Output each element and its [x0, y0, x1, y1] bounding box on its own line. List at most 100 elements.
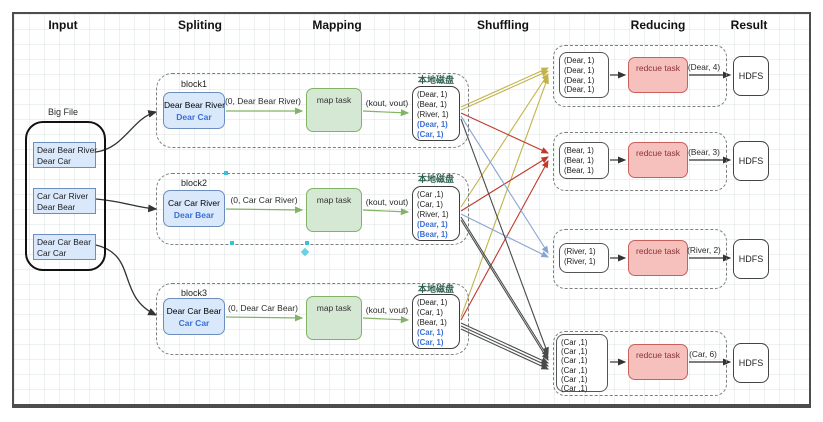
- kv-pair: (Bear, 1): [417, 100, 447, 109]
- local-disk-1[interactable]: (Dear, 1) (Bear, 1) (River, 1) (Dear, 1)…: [412, 86, 460, 141]
- kv-pair: (Car ,1): [561, 374, 588, 384]
- block-label-1: block1: [180, 79, 208, 89]
- reduce-output-bear: (Bear, 3): [688, 147, 720, 157]
- kv-pair: (Dear, 1): [564, 85, 595, 95]
- header-shuffling: Shuffling: [477, 18, 529, 32]
- reduce-group-bear: [553, 132, 727, 191]
- split-arrow-label-2: (0, Car Car River): [230, 195, 298, 205]
- kv-pair: (Car, 1): [417, 130, 444, 139]
- reduce-output-car: (Car, 6): [689, 349, 717, 359]
- split-text-black: Dear Bear River: [164, 99, 225, 110]
- hdfs-box-2[interactable]: HDFS: [733, 141, 769, 181]
- split-arrow-label-3: (0, Dear Car Bear): [228, 303, 298, 313]
- reduce-task-car[interactable]: redcue task: [628, 344, 688, 380]
- hdfs-box-3[interactable]: HDFS: [733, 239, 769, 279]
- split-row-2: [156, 173, 469, 245]
- kv-pair: (Car ,1): [561, 338, 588, 347]
- kv-pair: (Car ,1): [561, 347, 588, 357]
- kv-pair: (Car ,1): [417, 190, 444, 199]
- reduce-task-bear[interactable]: redcue task: [628, 142, 688, 178]
- kv-pair: (Dear, 1): [564, 56, 595, 65]
- guide-mark: [230, 241, 234, 245]
- kv-pair: (Dear, 1): [564, 65, 595, 75]
- chunk-line: Dear Bear: [37, 202, 76, 212]
- kv-pair: (Car, 1): [417, 200, 443, 209]
- guide-mark: [224, 171, 228, 175]
- kv-pair: (Car ,1): [561, 356, 588, 366]
- kv-pair: (Bear, 1): [564, 155, 594, 165]
- big-file-label: Big File: [47, 107, 79, 117]
- kv-pair: (River, 1): [417, 210, 449, 219]
- kv-label-1: (kout, vout): [365, 98, 409, 108]
- header-splitting: Spliting: [178, 18, 222, 32]
- header-result: Result: [730, 18, 768, 32]
- header-mapping: Mapping: [312, 18, 362, 32]
- split-arrow-label-1: (0, Dear Bear River): [224, 96, 302, 106]
- split-box-3[interactable]: Dear Car Bear Car Car: [163, 298, 225, 335]
- reduce-input-dear[interactable]: (Dear, 1) (Dear, 1) (Dear, 1) (Dear, 1): [559, 52, 609, 98]
- local-disk-3[interactable]: (Dear, 1) (Car, 1) (Bear, 1) (Car, 1) (C…: [412, 294, 460, 349]
- block-label-3: block3: [180, 288, 208, 298]
- split-text-black: Car Car River: [168, 197, 220, 208]
- input-chunk-1[interactable]: Dear Bear River Dear Car: [33, 142, 98, 168]
- kv-pair: (Dear, 1): [564, 75, 595, 85]
- header-input: Input: [48, 18, 78, 32]
- header-reducing: Reducing: [630, 18, 686, 32]
- split-row-3: [156, 283, 469, 355]
- chunk-line: Car Car River: [37, 191, 89, 201]
- reduce-group-car: [553, 331, 727, 396]
- chunk-line: Car Car: [37, 248, 67, 258]
- reduce-task-dear[interactable]: redcue task: [628, 57, 688, 93]
- local-disk-2[interactable]: (Car ,1) (Car, 1) (River, 1) (Dear, 1) (…: [412, 186, 460, 241]
- kv-pair: (Car, 1): [417, 338, 444, 347]
- disk-title-3: 本地磁盘: [417, 284, 455, 294]
- reduce-task-river[interactable]: redcue task: [628, 240, 688, 276]
- split-text-blue: Dear Car: [176, 111, 212, 122]
- hdfs-box-1[interactable]: HDFS: [733, 56, 769, 96]
- guide-mark: [305, 241, 309, 245]
- kv-label-2: (kout, vout): [365, 197, 409, 207]
- kv-pair: (Car, 1): [417, 328, 444, 337]
- chunk-line: Dear Car: [37, 156, 71, 166]
- kv-pair: (River, 1): [564, 247, 596, 256]
- kv-pair: (River, 1): [564, 256, 596, 266]
- map-task-3[interactable]: map task: [306, 296, 362, 340]
- map-task-2[interactable]: map task: [306, 188, 362, 232]
- chunk-line: Dear Bear River: [37, 145, 98, 155]
- split-row-1: [156, 73, 469, 148]
- kv-pair: (Car, 1): [417, 308, 443, 317]
- split-box-1[interactable]: Dear Bear River Dear Car: [163, 92, 225, 129]
- reduce-input-river[interactable]: (River, 1) (River, 1): [559, 243, 609, 273]
- split-text-black: Dear Car Bear: [166, 305, 222, 316]
- kv-pair: (Bear, 1): [417, 230, 448, 239]
- input-chunk-3[interactable]: Dear Car Bear Car Car: [33, 234, 96, 260]
- kv-pair: (Dear, 1): [417, 298, 448, 307]
- kv-pair: (Bear, 1): [564, 146, 594, 155]
- split-box-2[interactable]: Car Car River Dear Bear: [163, 190, 225, 227]
- split-text-blue: Car Car: [178, 317, 210, 328]
- kv-pair: (Dear, 1): [417, 90, 448, 99]
- reduce-group-dear: [553, 45, 727, 107]
- kv-pair: (Bear, 1): [417, 318, 447, 327]
- reduce-input-bear[interactable]: (Bear, 1) (Bear, 1) (Bear, 1): [559, 142, 609, 179]
- kv-pair: (Car ,1): [561, 384, 588, 394]
- kv-pair: (Dear, 1): [417, 220, 448, 229]
- reduce-group-river: [553, 229, 727, 289]
- kv-pair: (Car ,1): [561, 365, 588, 375]
- chunk-line: Dear Car Bear: [37, 237, 91, 247]
- kv-pair: (River, 1): [417, 110, 449, 119]
- hdfs-box-4[interactable]: HDFS: [733, 343, 769, 383]
- split-text-blue: Dear Bear: [173, 209, 215, 220]
- disk-title-1: 本地磁盘: [417, 75, 455, 85]
- reduce-output-river: (River, 2): [687, 245, 721, 255]
- reduce-output-dear: (Dear, 4): [687, 62, 721, 72]
- input-chunk-2[interactable]: Car Car River Dear Bear: [33, 188, 96, 214]
- kv-pair: (Dear, 1): [417, 120, 448, 129]
- block-label-2: block2: [180, 178, 208, 188]
- big-file-box[interactable]: [25, 121, 106, 271]
- reduce-input-car[interactable]: (Car ,1) (Car ,1) (Car ,1) (Car ,1) (Car…: [556, 334, 608, 394]
- kv-pair: (Bear, 1): [564, 165, 594, 175]
- map-task-1[interactable]: map task: [306, 88, 362, 132]
- kv-label-3: (kout, vout): [365, 305, 409, 315]
